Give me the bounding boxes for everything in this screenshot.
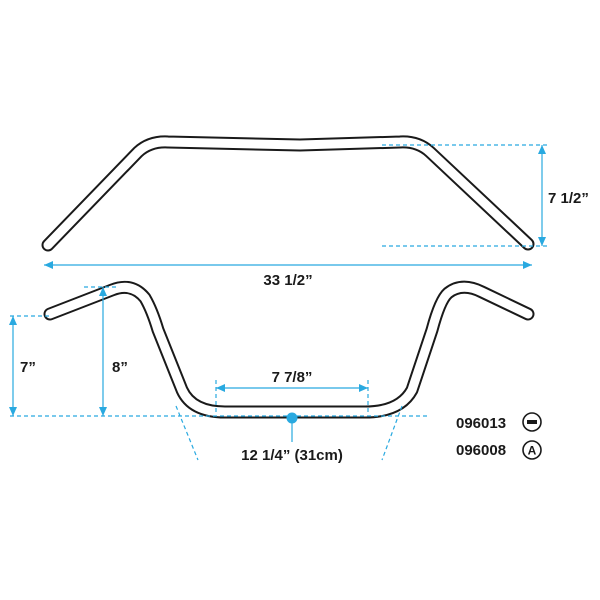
handlebar-top-view xyxy=(41,135,535,252)
handlebar-front-view xyxy=(43,280,535,419)
rise-outer-label: 7” xyxy=(20,359,36,376)
part-number: 096008 xyxy=(456,442,506,459)
center-width-dimension: 7 7/8” xyxy=(215,369,369,412)
rise-outer-dimension: 7” xyxy=(9,315,52,416)
top-width-dimension: 33 1/2” xyxy=(44,261,532,289)
letter-a-badge-icon xyxy=(522,440,542,460)
rise-inner-dimension: 8” xyxy=(84,286,128,416)
part-number: 096013 xyxy=(456,415,506,432)
rise-inner-label: 8” xyxy=(112,359,128,376)
part-item: 096013 xyxy=(456,412,542,432)
center-width-label: 7 7/8” xyxy=(272,369,313,386)
base-width-dimension: 12 1/4” (31cm) xyxy=(241,412,343,464)
badge-letter: A xyxy=(528,444,537,458)
part-item: 096008 A xyxy=(456,440,542,460)
base-width-label: 12 1/4” (31cm) xyxy=(241,447,343,464)
top-rise-dimension: 7 1/2” xyxy=(382,144,589,247)
part-list: 096013 096008 A xyxy=(456,412,542,460)
baseline-dimension xyxy=(10,405,430,461)
top-rise-label: 7 1/2” xyxy=(548,190,589,207)
center-point-marker xyxy=(286,412,298,424)
top-width-label: 33 1/2” xyxy=(263,272,312,289)
minus-glyph xyxy=(527,420,537,424)
